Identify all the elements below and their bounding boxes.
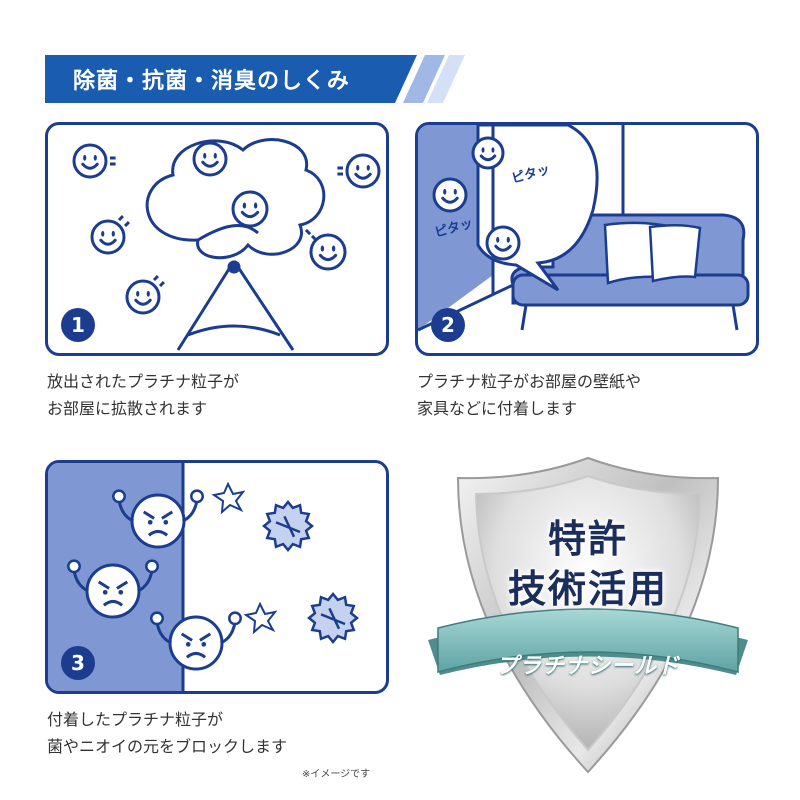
patent-badge: 特許 技術活用 プラチナシールド [418,450,758,780]
caption-line: 放出されたプラチナ粒子が [47,372,240,391]
impact-spark-icon [211,481,246,515]
badge-line-2: 技術活用 [507,566,668,611]
shield-badge-icon [428,456,748,774]
blocking-illustration [48,463,359,691]
caption-step-3: 付着したプラチナ粒子が 菌やニオイの元をブロックします [47,706,287,760]
diffusion-illustration [72,138,381,351]
image-note: ※イメージです [302,769,371,780]
caption-line: 家具などに付着します [417,399,578,418]
smiley-particle-icon [432,177,468,213]
angry-germ-icon [112,489,204,549]
spray-diffuser-icon [176,260,295,351]
caption-line: プラチナ粒子がお部屋の壁紙や [417,372,642,391]
svg-text:3: 3 [71,651,85,675]
smiley-particle-icon [304,228,347,271]
smiley-particle-icon [90,215,130,255]
panel-step-1: 1 [45,122,389,356]
caption-step-1: 放出されたプラチナ粒子が お部屋に拡散されます [47,368,239,422]
svg-text:2: 2 [441,313,455,337]
caption-line: 菌やニオイの元をブロックします [47,737,288,756]
smiley-particle-icon [192,141,228,177]
angry-germ-icon [67,559,159,619]
smiley-particle-icon [485,225,521,261]
caption-line: 付着したプラチナ粒子が [47,710,224,729]
smiley-particle-icon [231,190,269,228]
caption-line: お部屋に拡散されます [47,399,208,418]
panel-step-2: ピタッ ピタッ 2 [415,122,759,356]
blocked-germ-icon [307,592,359,644]
svg-text:1: 1 [71,313,85,337]
angry-germ-icon [150,611,242,671]
smiley-particle-icon [72,143,116,179]
badge-ribbon-text: プラチナシールド [495,653,680,679]
badge-line-1: 特許 [547,516,628,561]
step-number-3: 3 [61,646,95,680]
panel-step-3: 3 [45,460,389,694]
caption-step-2: プラチナ粒子がお部屋の壁紙や 家具などに付着します [417,368,641,422]
step-number-1: 1 [61,308,95,342]
smiley-particle-icon [471,136,505,170]
impact-spark-icon [243,601,278,635]
room-illustration: ピタッ ピタッ [418,125,750,332]
step-number-2: 2 [431,308,465,342]
blocked-germ-icon [262,500,314,552]
smiley-particle-icon [125,275,165,315]
smiley-particle-icon [337,153,381,189]
header-banner-shape [45,55,465,103]
section-header: 除菌・抗菌・消臭のしくみ [45,55,465,103]
header-title: 除菌・抗菌・消臭のしくみ [73,69,350,94]
